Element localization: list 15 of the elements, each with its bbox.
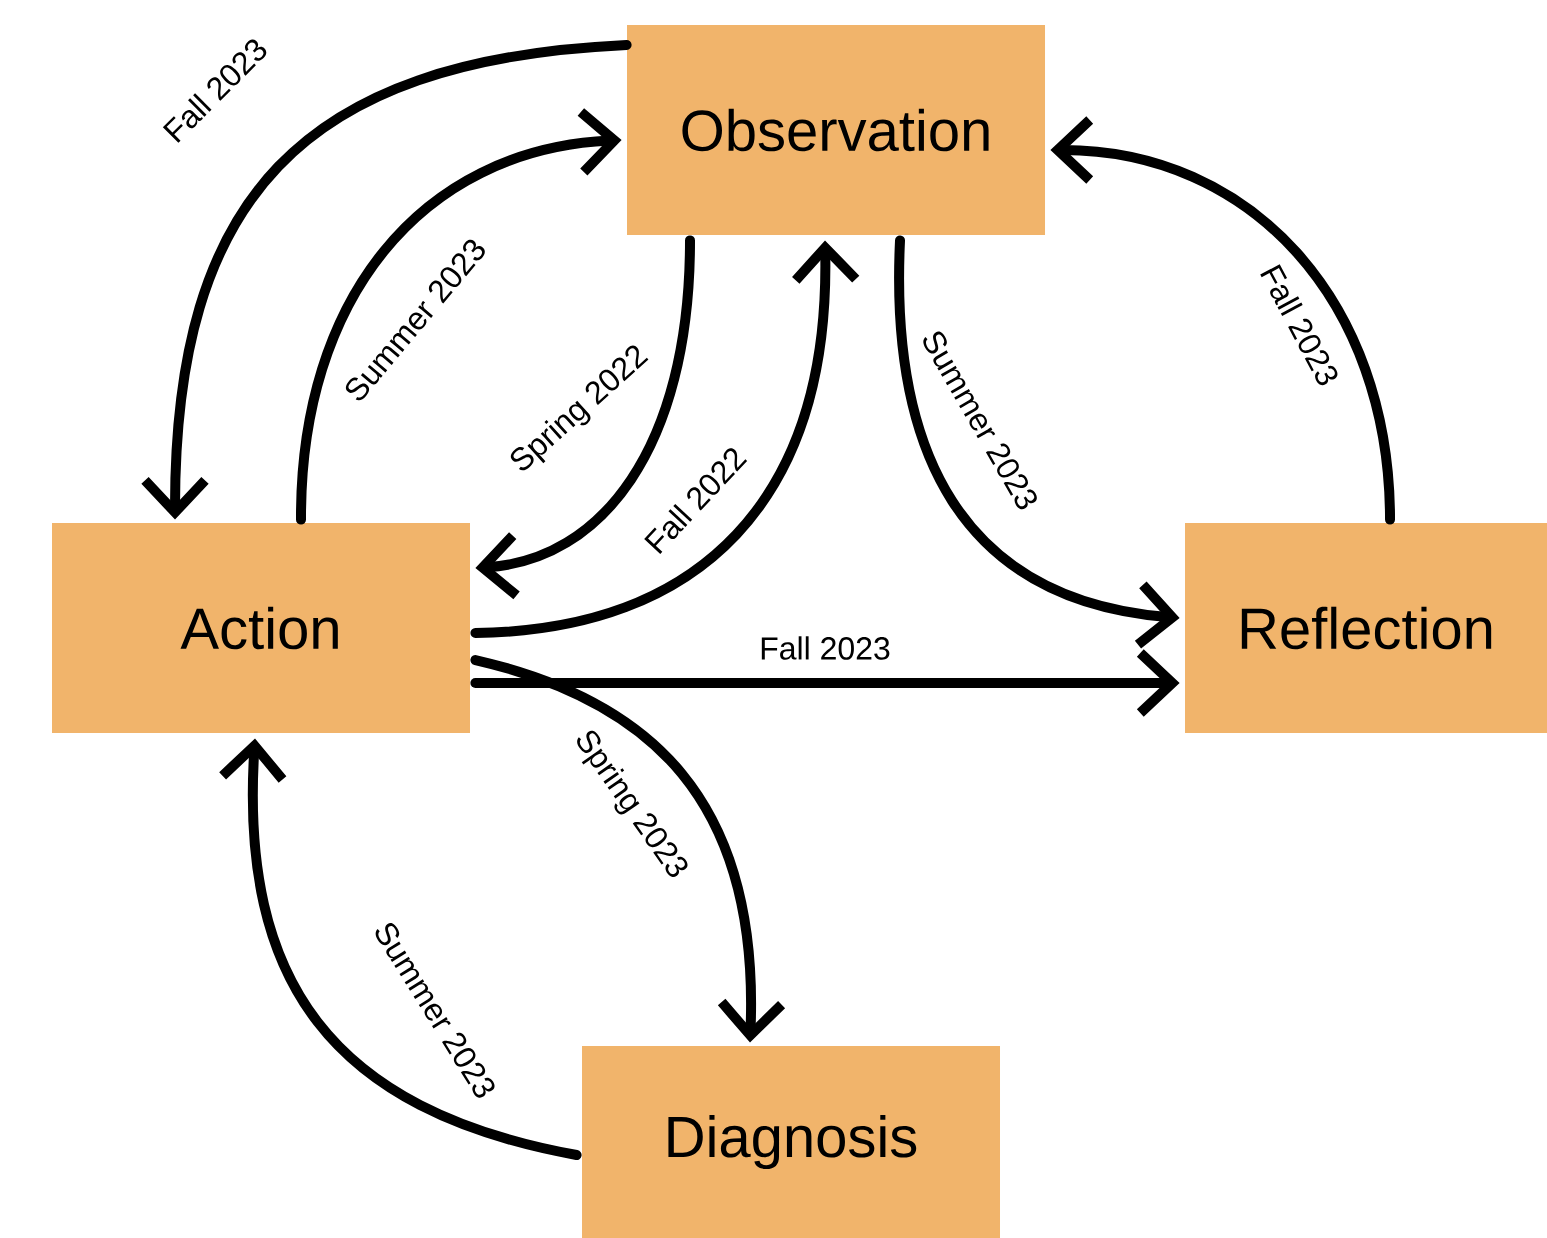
arrow (219, 738, 582, 1160)
arrow (894, 235, 1180, 649)
process-box: Reflection (1185, 523, 1547, 733)
edge-label: Fall 2023 (1256, 258, 1344, 392)
process-box: Action (52, 523, 470, 733)
arrow (296, 108, 622, 525)
arrow (470, 655, 786, 1043)
arrow (475, 235, 695, 600)
process-box: Observation (627, 25, 1045, 235)
process-box: Diagnosis (582, 1046, 1000, 1238)
arrow (141, 40, 632, 520)
arrow (470, 649, 1180, 717)
arrow (470, 240, 860, 638)
edge-label: Fall 2023 (757, 634, 893, 662)
arrow (1050, 116, 1395, 525)
